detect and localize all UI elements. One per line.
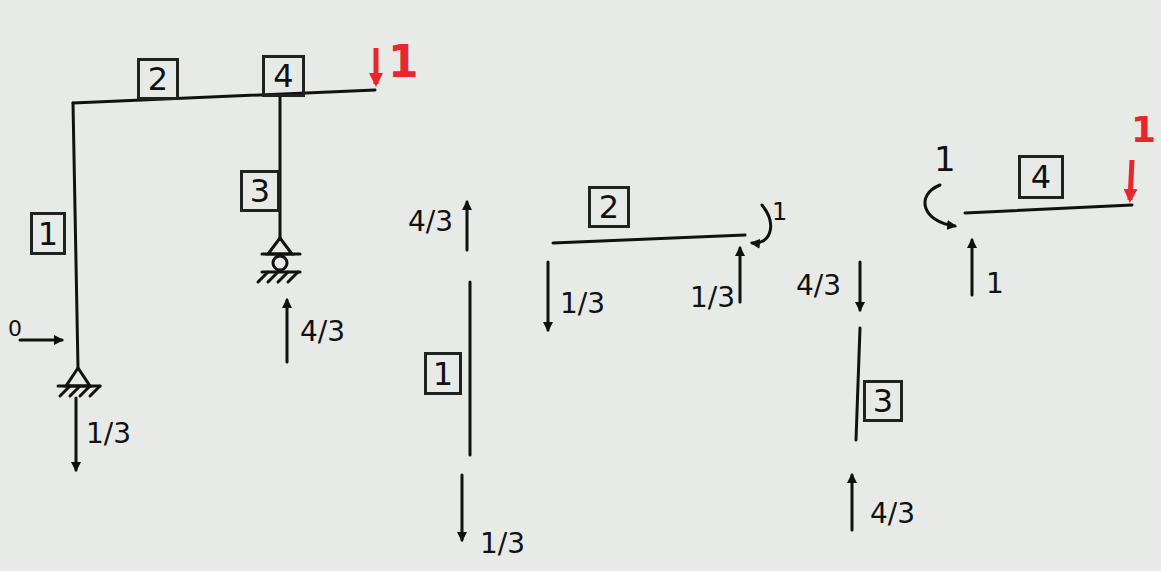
member-number-box: 1 (424, 352, 462, 395)
load-value: 1 (388, 40, 419, 84)
member-number: 1 (38, 218, 58, 250)
member-number-box: 4 (1018, 155, 1064, 199)
force-value: 0 (8, 318, 22, 340)
force-value: 1 (772, 200, 787, 224)
member-number: 1 (433, 358, 453, 390)
member-number-box: 2 (588, 186, 630, 228)
member-number: 4 (273, 60, 293, 92)
member-number-box: 2 (137, 58, 179, 100)
member-number: 3 (250, 175, 270, 207)
force-value: 1/3 (690, 284, 735, 312)
member-number: 2 (148, 63, 168, 95)
force-value: 4/3 (300, 318, 345, 346)
member-number-box: 3 (863, 380, 903, 422)
force-value: 4/3 (408, 208, 453, 236)
force-value: 1 (934, 142, 956, 176)
member-number: 2 (599, 191, 619, 223)
member-number: 4 (1031, 161, 1051, 193)
member-number-box: 4 (262, 55, 305, 97)
force-value: 1/3 (86, 420, 131, 448)
member-number-box: 1 (30, 212, 66, 255)
member-number: 3 (873, 385, 893, 417)
member-number-box: 3 (240, 170, 280, 212)
force-value: 4/3 (870, 500, 915, 528)
force-value: 4/3 (796, 272, 841, 300)
load-value: 1 (1131, 112, 1156, 148)
force-value: 1/3 (560, 290, 605, 318)
force-value: 1/3 (480, 530, 525, 558)
force-value: 1 (986, 270, 1004, 298)
